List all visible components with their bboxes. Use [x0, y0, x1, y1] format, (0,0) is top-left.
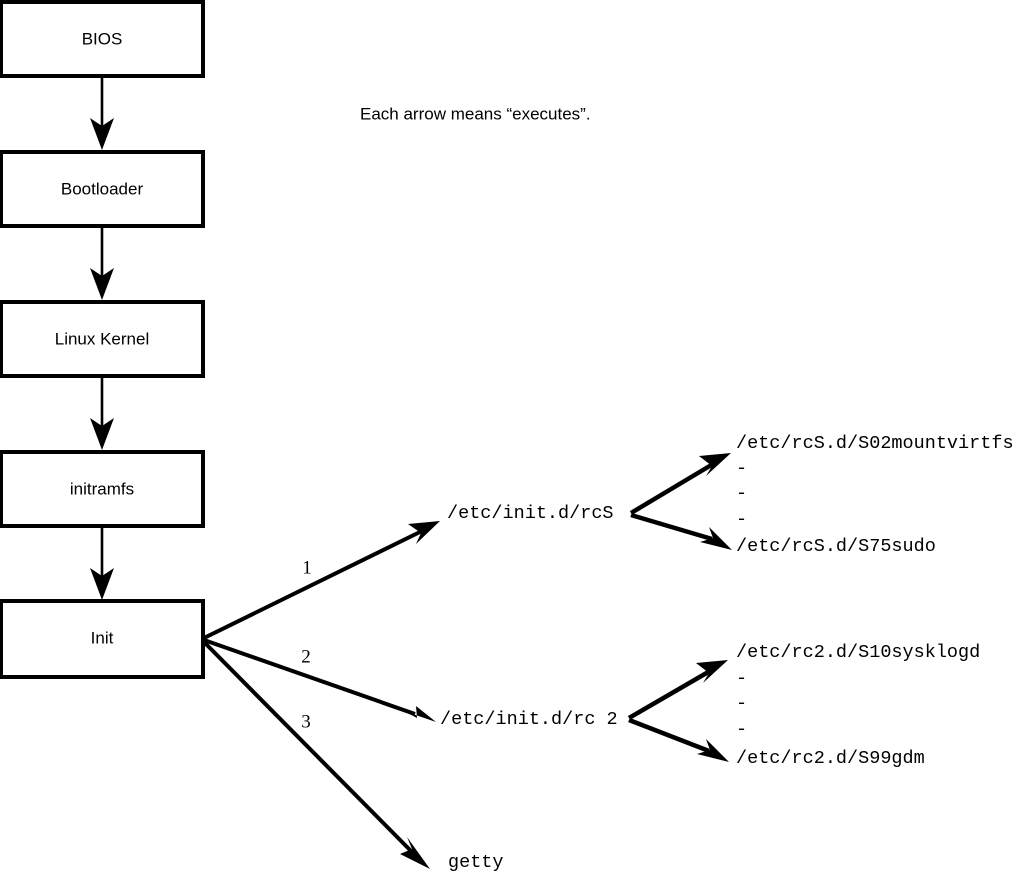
- rcs-ellipsis-dash-3: -: [736, 509, 747, 530]
- arrow-rc2-to-last-script: [628, 717, 729, 762]
- arrow-head-icon: [697, 739, 729, 762]
- node-init[interactable]: Init: [0, 599, 205, 679]
- arrow-shaft: [203, 528, 425, 640]
- arrow-head-icon: [90, 118, 114, 150]
- node-initramfs[interactable]: initramfs: [0, 450, 205, 528]
- arrow-shaft: [630, 512, 713, 542]
- arrow-head-icon: [400, 837, 430, 869]
- rc2-ellipsis-dash-3: -: [736, 719, 747, 740]
- arrow-rcs-to-first-script: [629, 453, 731, 515]
- arrow-kernel-to-initramfs: [90, 376, 114, 450]
- initramfs-label: initramfs: [70, 479, 134, 498]
- rc2-script-label[interactable]: /etc/init.d/rc 2: [440, 709, 618, 730]
- bios-box[interactable]: [0, 0, 205, 78]
- arrow-bootloader-to-kernel: [90, 226, 114, 300]
- init-label: Init: [91, 628, 114, 647]
- rc2-ellipsis-dash-2: -: [736, 693, 747, 714]
- arrow-bios-to-bootloader: [90, 76, 114, 150]
- rcs-ellipsis-dash-2: -: [736, 483, 747, 504]
- arrow-shaft: [628, 717, 710, 754]
- node-linux-kernel[interactable]: Linux Kernel: [0, 300, 205, 378]
- arrow-head-icon: [699, 453, 731, 476]
- arrow-initramfs-to-init: [90, 526, 114, 600]
- linux-kernel-label: Linux Kernel: [55, 329, 150, 348]
- arrow-shaft: [629, 462, 715, 515]
- arrow-head-icon: [90, 418, 114, 450]
- legend-note: Each arrow means “executes”.: [360, 104, 591, 123]
- branch-number-3: 3: [301, 711, 311, 732]
- rc2-ellipsis-dash-1: -: [736, 668, 747, 689]
- rcs-first-script[interactable]: /etc/rcS.d/S02mountvirtfs: [736, 433, 1014, 454]
- arrow-init-to-rcs: [203, 521, 440, 640]
- arrow-shaft: [202, 640, 414, 854]
- arrow-head-icon: [404, 706, 436, 722]
- init-box[interactable]: [0, 599, 205, 679]
- arrow-init-to-rc2: [203, 638, 436, 722]
- bootloader-label: Bootloader: [61, 179, 144, 198]
- node-bootloader[interactable]: Bootloader: [0, 150, 205, 228]
- bios-label: BIOS: [82, 29, 123, 48]
- getty-label[interactable]: getty: [448, 852, 504, 873]
- rc2-last-script[interactable]: /etc/rc2.d/S99gdm: [736, 748, 925, 769]
- arrow-head-icon: [90, 568, 114, 600]
- arrow-shaft: [203, 638, 416, 716]
- rcs-ellipsis-dash-1: -: [736, 458, 747, 479]
- arrow-head-icon: [696, 660, 728, 683]
- branch-number-2: 2: [301, 646, 311, 667]
- arrow-head-icon: [700, 527, 732, 550]
- node-bios[interactable]: BIOS: [0, 0, 205, 78]
- arrow-rc2-to-first-script: [627, 660, 728, 720]
- rcs-script-label[interactable]: /etc/init.d/rcS: [447, 503, 614, 524]
- arrow-init-to-getty: [202, 640, 430, 869]
- rcs-last-script[interactable]: /etc/rcS.d/S75sudo: [736, 536, 936, 557]
- linux-kernel-box[interactable]: [0, 300, 205, 378]
- rc2-first-script[interactable]: /etc/rc2.d/S10sysklogd: [736, 642, 980, 663]
- arrow-shaft: [627, 669, 712, 720]
- arrow-head-icon: [408, 521, 440, 544]
- arrow-rcs-to-last-script: [630, 512, 732, 550]
- arrow-head-icon: [90, 268, 114, 300]
- branch-number-1: 1: [302, 557, 312, 578]
- bootloader-box[interactable]: [0, 150, 205, 228]
